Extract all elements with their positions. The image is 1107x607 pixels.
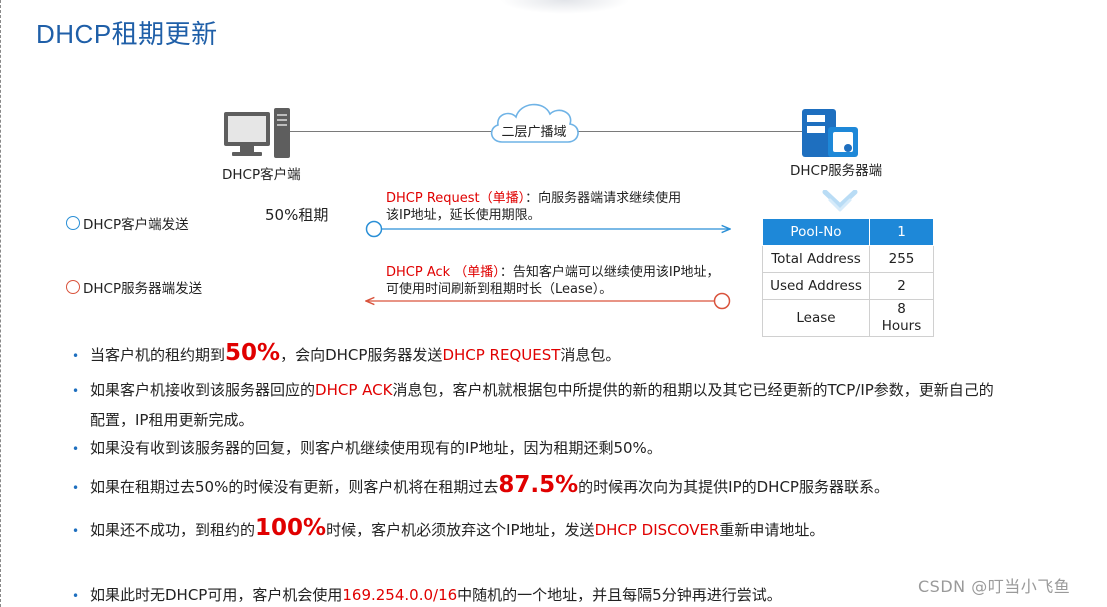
request-message-description: DHCP Request（单播）：向服务器端请求继续使用 该IP地址，延长使用期… <box>386 190 681 224</box>
list-item: •如果没有收到该服务器的回复，则客户机继续使用现有的IP地址，因为租期还剩50%… <box>72 439 662 457</box>
address-pool-table: Pool-No 1 Total Address 255 Used Address… <box>762 218 934 337</box>
request-message-name: DHCP Request（单播） <box>386 191 526 206</box>
request-desc-line1: ：向服务器端请求继续使用 <box>525 191 682 206</box>
legend-client-send: DHCP客户端发送 <box>66 213 189 233</box>
ack-message-name: DHCP Ack （单播） <box>386 265 500 280</box>
cloud-icon <box>490 103 579 143</box>
slide-left-border <box>0 0 4 607</box>
table-cell: 2 <box>869 272 934 300</box>
list-item: •如果客户机接收到该服务器回应的DHCP ACK消息包，客户机就根据包中所提供的… <box>72 381 994 399</box>
pool-no-value: 1 <box>869 218 934 246</box>
list-item: •如果此时无DHCP可用，客户机会使用169.254.0.0/16中随机的一个地… <box>72 586 782 604</box>
table-row: Total Address 255 <box>762 245 934 273</box>
bullet-dot-icon: • <box>72 349 80 363</box>
lease-unit: Hours <box>881 318 922 334</box>
table-header-row: Pool-No 1 <box>762 218 934 246</box>
table-cell: Used Address <box>762 272 870 300</box>
top-shadow-decoration <box>500 0 630 14</box>
legend-client-text: DHCP客户端发送 <box>83 217 189 233</box>
list-item: •如果在租期过去50%的时候没有更新，则客户机将在租期过去87.5%的时候再次向… <box>72 472 889 498</box>
table-cell: Lease <box>762 299 870 337</box>
table-cell: 255 <box>869 245 934 273</box>
list-item-continuation: 配置，IP租用更新完成。 <box>90 411 254 429</box>
red-circle-icon <box>66 280 80 294</box>
desktop-computer-icon <box>224 108 290 158</box>
bullet-dot-icon: • <box>72 481 80 495</box>
lease-value: 8 <box>897 301 906 317</box>
blue-circle-icon <box>66 216 80 230</box>
bullet-dot-icon: • <box>72 524 80 538</box>
slide-title: DHCP租期更新 <box>36 19 218 49</box>
bullet-dot-icon: • <box>72 384 80 398</box>
server-icon <box>802 109 858 157</box>
legend-server-text: DHCP服务器端发送 <box>83 281 203 297</box>
dhcp-client-label: DHCP客户端 <box>222 167 301 183</box>
list-item: •当客户机的租约期到50%，会向DHCP服务器发送DHCP REQUEST消息包… <box>72 340 621 366</box>
lease-50-percent-label: 50%租期 <box>265 206 329 224</box>
request-desc-line2: 该IP地址，延长使用期限。 <box>386 208 541 223</box>
list-item: •如果还不成功，到租约的100%时候，客户机必须放弃这个IP地址，发送DHCP … <box>72 515 825 541</box>
down-arrow-icon <box>822 190 858 212</box>
broadcast-domain-label: 二层广播域 <box>501 125 567 140</box>
dhcp-server-label: DHCP服务器端 <box>790 163 883 179</box>
csdn-watermark: CSDN @叮当小飞鱼 <box>918 577 1071 596</box>
legend-server-send: DHCP服务器端发送 <box>66 277 202 297</box>
ack-desc-line1: ：告知客户端可以继续使用该IP地址， <box>499 265 720 280</box>
bullet-dot-icon: • <box>72 442 80 456</box>
pool-no-header: Pool-No <box>762 218 870 246</box>
ack-message-description: DHCP Ack （单播）：告知客户端可以继续使用该IP地址， 可使用时间刷新到… <box>386 264 720 298</box>
table-row: Used Address 2 <box>762 272 934 300</box>
bullet-dot-icon: • <box>72 589 80 603</box>
table-cell: Total Address <box>762 245 870 273</box>
ack-desc-line2: 可使用时间刷新到租期时长（Lease）。 <box>386 282 613 297</box>
